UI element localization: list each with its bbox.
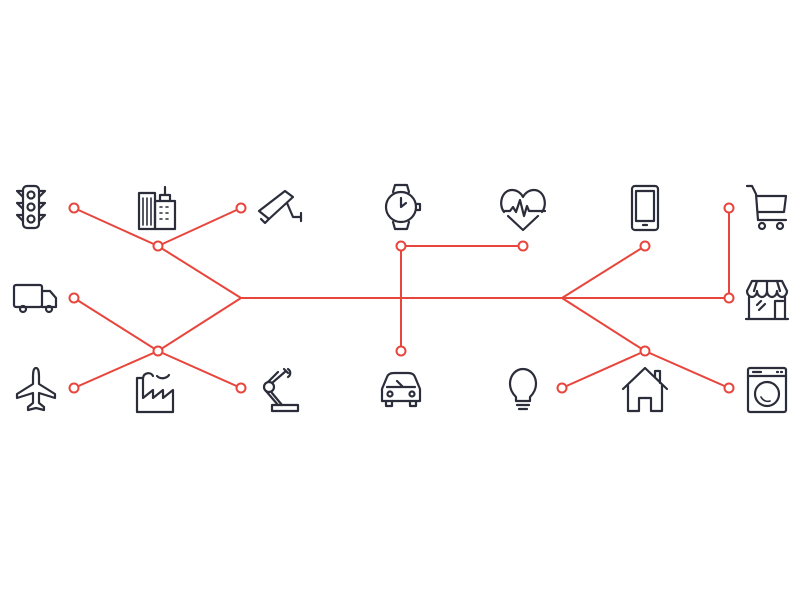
connection-node (723, 292, 735, 304)
connection-line (73, 297, 242, 389)
building-icon (137, 185, 177, 231)
connection-node (395, 240, 407, 252)
house-icon (621, 366, 669, 413)
smartphone-icon (630, 184, 660, 232)
connection-node (68, 292, 80, 304)
connection-line (561, 297, 730, 389)
connection-node (68, 382, 80, 394)
connection-node (723, 382, 735, 394)
smartwatch-icon (384, 183, 422, 231)
factory-icon (135, 372, 175, 414)
connection-line (561, 245, 646, 299)
security-camera-icon (257, 189, 303, 225)
connection-node (723, 202, 735, 214)
connection-node (152, 240, 164, 252)
connection-line (561, 350, 646, 389)
connection-line (73, 207, 242, 299)
traffic-light-icon (15, 184, 47, 230)
shopping-cart-icon (745, 184, 788, 231)
connection-node (152, 345, 164, 357)
robot-arm-icon (262, 367, 300, 413)
connection-node (556, 382, 568, 394)
connection-node (235, 202, 247, 214)
washing-machine-icon (746, 366, 788, 414)
heart-rate-icon (500, 188, 547, 232)
car-icon (380, 371, 422, 408)
connection-nodes (68, 202, 735, 394)
connection-line (157, 207, 242, 247)
connection-node (395, 345, 407, 357)
connection-node (639, 240, 651, 252)
connection-node (639, 345, 651, 357)
lightbulb-icon (508, 367, 538, 411)
storefront-icon (744, 279, 790, 321)
truck-icon (12, 283, 58, 314)
connection-node (235, 382, 247, 394)
connection-node (68, 202, 80, 214)
airplane-icon (15, 366, 57, 412)
connection-line (73, 297, 242, 389)
connection-lines (73, 207, 730, 389)
connection-node (517, 240, 529, 252)
